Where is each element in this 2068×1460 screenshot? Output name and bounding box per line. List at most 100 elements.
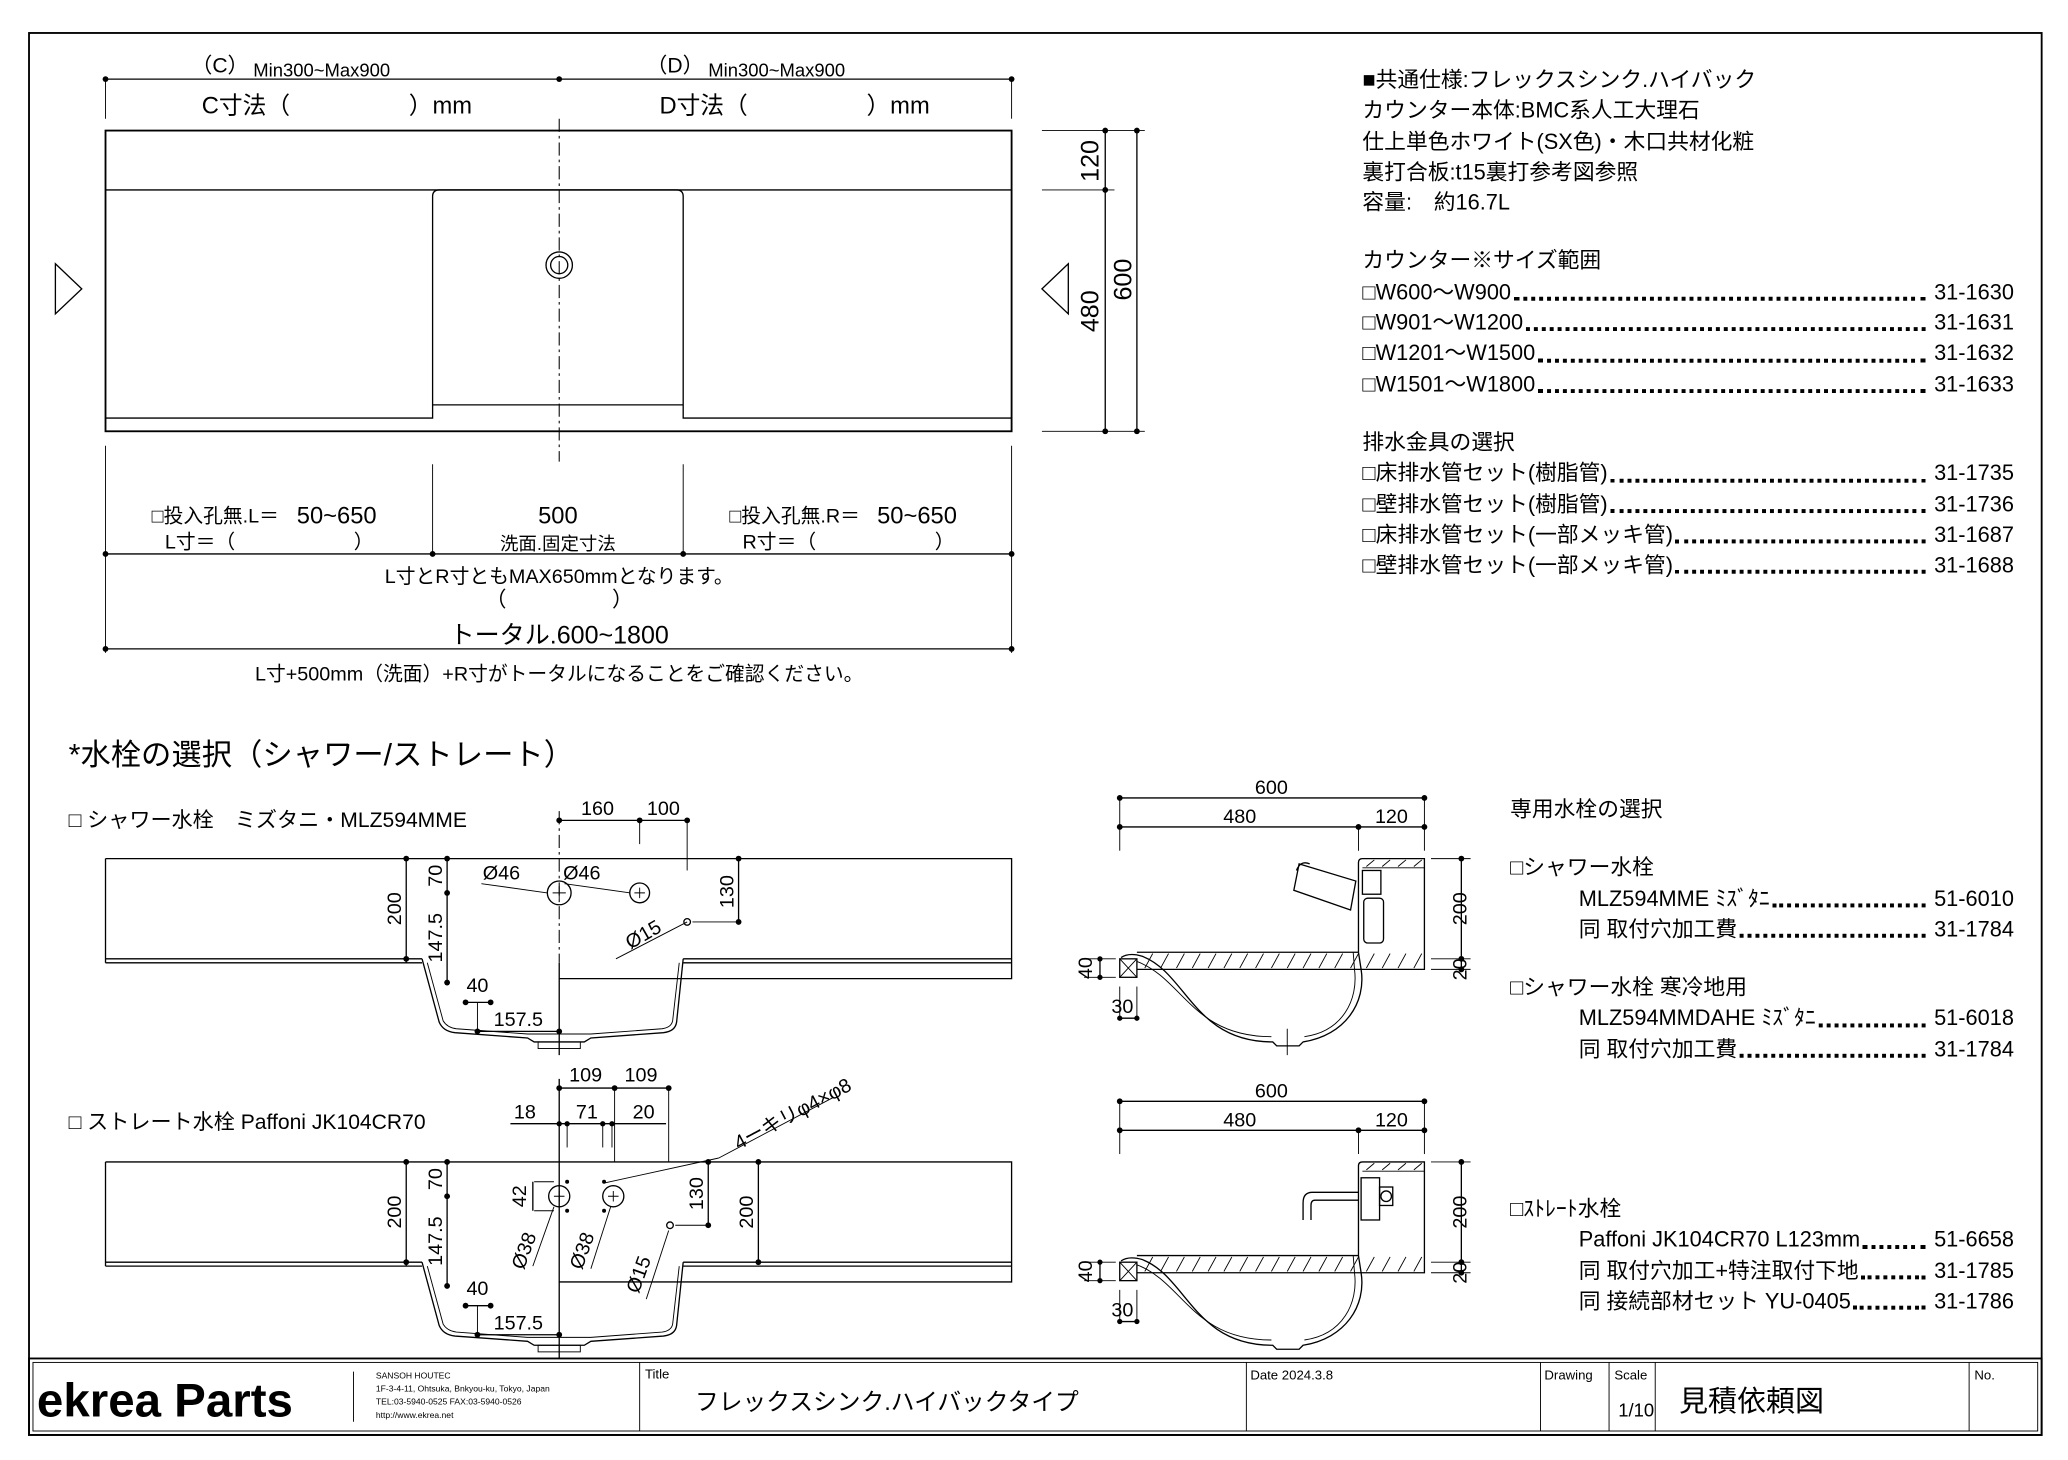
- dim-109-b: 109: [624, 1064, 657, 1086]
- faucet-label: MLZ594MMDAHE ﾐｽﾞﾀﾆ: [1578, 1006, 1816, 1031]
- r-range: 50~650: [877, 504, 957, 530]
- dim-71: 71: [576, 1101, 598, 1123]
- faucet-hole-icon: [602, 1185, 625, 1208]
- hatch-line: [1160, 953, 1169, 969]
- r-option-checkbox[interactable]: □投入孔無.R＝: [729, 505, 860, 527]
- drain-icon: [545, 251, 574, 279]
- hatch-line: [1239, 953, 1249, 969]
- hatch-line: [1381, 953, 1391, 969]
- dim-200-right: 200: [736, 1196, 758, 1229]
- hatch-line: [1350, 1256, 1359, 1272]
- faucet-code: 51-6010: [1934, 887, 2014, 911]
- dim-480: 480: [1077, 290, 1105, 332]
- drain-option[interactable]: □壁排水管セット(樹脂管)31-1736: [1362, 490, 2014, 521]
- hatch-line: [1381, 1256, 1391, 1272]
- dim-130: 130: [716, 875, 738, 908]
- dim-70: 70: [425, 865, 447, 887]
- hatch-line: [1413, 859, 1423, 867]
- dim-30: 30: [1111, 1299, 1133, 1321]
- dim-20: 20: [633, 1101, 655, 1123]
- dim-600: 600: [1110, 259, 1138, 301]
- dim-200: 200: [1450, 1196, 1472, 1229]
- dim-600: 600: [1255, 1080, 1288, 1102]
- l-value-field[interactable]: L寸＝（ ）: [165, 532, 374, 554]
- faucet-group-title[interactable]: □シャワー水栓 寒冷地用: [1510, 976, 1747, 1000]
- faucet-group-title[interactable]: □ｽﾄﾚｰﾄ水栓: [1510, 1197, 1622, 1222]
- company-phone: TEL:03-5940-0525 FAX:03-5940-0526: [376, 1397, 522, 1407]
- spec-line: 仕上単色ホワイト(SX色)・木口共材化粧: [1362, 130, 1755, 154]
- faucet-code: 31-1784: [1934, 917, 2014, 942]
- dim-40: 40: [466, 1278, 488, 1300]
- size-code: 31-1630: [1934, 280, 2014, 305]
- hatch-line: [1223, 1256, 1233, 1272]
- dim-130: 130: [686, 1177, 708, 1210]
- faucet-hole-icon: [546, 880, 572, 906]
- dim-20: 20: [1450, 1262, 1472, 1284]
- max-note: L寸とR寸ともMAX650mmとなります。: [385, 566, 734, 588]
- straight-faucet-checkbox[interactable]: □ ストレート水栓 Paffoni JK104CR70: [69, 1110, 426, 1134]
- total-field[interactable]: （ ）: [485, 589, 633, 612]
- drain-option[interactable]: □壁排水管セット(一部メッキ管) 31-1688: [1362, 552, 2014, 583]
- scale-label: Scale: [1614, 1368, 1647, 1383]
- faucet-group-title[interactable]: □シャワー水栓: [1510, 856, 1654, 881]
- hatching: [1144, 859, 1423, 1272]
- size-option[interactable]: □W600～W900 31-1630: [1362, 278, 2014, 309]
- shower-side-section: 600 480 120 200 20 40 30: [1075, 777, 1472, 1056]
- basin-outline: [105, 189, 1012, 419]
- l-option-checkbox[interactable]: □投入孔無.L＝: [152, 505, 279, 527]
- l-range: 50~650: [297, 504, 377, 530]
- faucet-code: 31-1785: [1934, 1259, 2014, 1283]
- company-url[interactable]: http://www.ekrea.net: [376, 1410, 454, 1420]
- faucet-code: 31-1786: [1934, 1289, 2014, 1314]
- center-width: 500: [538, 504, 578, 530]
- hatch-line: [1207, 1256, 1217, 1272]
- hatch-line: [1207, 953, 1217, 969]
- size-code: 31-1633: [1934, 372, 2014, 397]
- drain-option[interactable]: □床排水管セット(一部メッキ管)31-1687: [1362, 521, 2014, 552]
- faucet-code: 31-1784: [1934, 1037, 2014, 1062]
- title-block: ekrea Parts SANSOH HOUTEC 1F-3-4-11, Oht…: [28, 1357, 2043, 1436]
- spec-line: カウンター本体:BMC系人工大理石: [1362, 99, 1700, 124]
- drain-option[interactable]: □床排水管セット(樹脂管) 31-1735: [1362, 459, 2014, 490]
- hole-dia-1: Ø38: [508, 1230, 541, 1273]
- drain-label: □壁排水管セット(樹脂管): [1362, 492, 1608, 517]
- hatch-line: [1413, 1256, 1423, 1272]
- hatch-line: [1318, 953, 1328, 969]
- drain-code: 31-1735: [1934, 461, 2014, 486]
- plan-view: （C） Min300~Max900 （D） Min300~Max900 C寸法（…: [54, 55, 1145, 686]
- dim-20: 20: [1450, 958, 1472, 980]
- hatch-line: [1191, 953, 1201, 969]
- hatch-line: [1176, 953, 1185, 969]
- hatch-line: [1366, 1162, 1375, 1171]
- dim-480: 480: [1223, 1109, 1256, 1131]
- drain-header: 排水金具の選択: [1362, 431, 1515, 455]
- drawing-date: Date 2024.3.8: [1250, 1368, 1333, 1383]
- c-label: （C）: [191, 55, 248, 78]
- hatch-line: [1302, 1256, 1312, 1272]
- drawing-type: 見積依頼図: [1679, 1385, 1824, 1418]
- r-value-field[interactable]: R寸＝（ ）: [743, 532, 955, 554]
- dim-480: 480: [1223, 806, 1256, 828]
- c-range: Min300~Max900: [253, 59, 390, 80]
- hatch-line: [1413, 953, 1423, 969]
- dim-40: 40: [1075, 1260, 1097, 1282]
- drain-code: 31-1688: [1934, 554, 2014, 578]
- hole-dia-3: Ø15: [623, 1253, 656, 1296]
- hole-dia-2: Ø46: [563, 863, 600, 885]
- drain-label: □床排水管セット(樹脂管): [1362, 461, 1608, 486]
- drain-label: □壁排水管セット(一部メッキ管): [1362, 554, 1673, 578]
- hatch-line: [1366, 859, 1375, 867]
- shower-faucet-checkbox[interactable]: □ シャワー水栓 ミズタニ・MLZ594MME: [69, 808, 467, 832]
- hatch-line: [1365, 1256, 1375, 1272]
- size-label: □W600～W900: [1362, 280, 1512, 305]
- spec-panel: ■共通仕様:フレックスシンク.ハイバック カウンター本体:BMC系人工大理石 仕…: [1362, 66, 2014, 582]
- dim-40: 40: [1075, 957, 1097, 979]
- size-label: □W1201～W1500: [1362, 342, 1536, 366]
- dim-18: 18: [514, 1101, 536, 1123]
